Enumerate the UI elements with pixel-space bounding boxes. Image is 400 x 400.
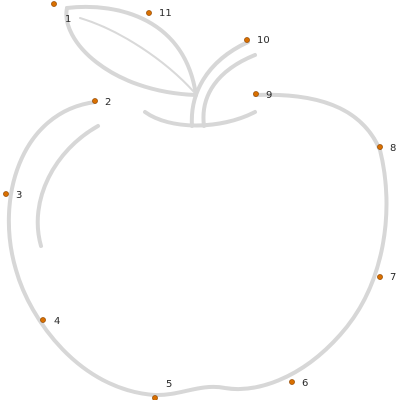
dot-3[interactable]: 3 xyxy=(3,190,22,201)
dot-label: 6 xyxy=(302,378,308,389)
dot-label: 11 xyxy=(159,8,172,19)
dot-9[interactable]: 9 xyxy=(253,90,272,101)
dot-label: 1 xyxy=(65,14,71,25)
dot-5[interactable]: 5 xyxy=(152,379,172,400)
dot-1[interactable]: 1 xyxy=(51,1,71,25)
leaf-lower-outline xyxy=(64,6,198,97)
stem-right xyxy=(201,53,257,128)
dot-label: 7 xyxy=(390,272,396,283)
dot-marker[interactable] xyxy=(3,191,9,197)
dot-8[interactable]: 8 xyxy=(377,143,396,154)
apple-body-outline xyxy=(6,92,389,398)
stem-left xyxy=(189,40,250,128)
dot-label: 4 xyxy=(54,316,60,327)
dot-marker[interactable] xyxy=(152,395,158,400)
leaf-outline xyxy=(65,4,198,97)
dot-label: 9 xyxy=(266,90,272,101)
dot-label: 3 xyxy=(16,190,22,201)
dot-7[interactable]: 7 xyxy=(377,272,396,283)
dot-marker[interactable] xyxy=(40,317,46,323)
dot-label: 8 xyxy=(390,143,396,154)
dot-marker[interactable] xyxy=(377,274,383,280)
dot-label: 10 xyxy=(257,35,270,46)
dot-2[interactable]: 2 xyxy=(92,97,111,108)
dot-marker[interactable] xyxy=(253,91,259,97)
apple-top-dip xyxy=(143,110,257,128)
dot-11[interactable]: 11 xyxy=(146,8,172,19)
dot-marker[interactable] xyxy=(289,379,295,385)
dot-marker[interactable] xyxy=(92,98,98,104)
dots-layer: 1 2 3 4 5 6 7 8 9 10 11 xyxy=(3,1,396,400)
dot-6[interactable]: 6 xyxy=(289,378,308,389)
leaf-vein xyxy=(79,17,195,93)
apple-highlight xyxy=(35,124,100,248)
dot-marker[interactable] xyxy=(146,10,152,16)
apple-outline xyxy=(6,4,389,398)
dot-marker[interactable] xyxy=(244,37,250,43)
dot-label: 2 xyxy=(105,97,111,108)
dot-marker[interactable] xyxy=(377,144,383,150)
dot-label: 5 xyxy=(166,379,172,390)
dot-10[interactable]: 10 xyxy=(244,35,270,46)
dot-4[interactable]: 4 xyxy=(40,316,60,327)
dot-marker[interactable] xyxy=(51,1,57,7)
